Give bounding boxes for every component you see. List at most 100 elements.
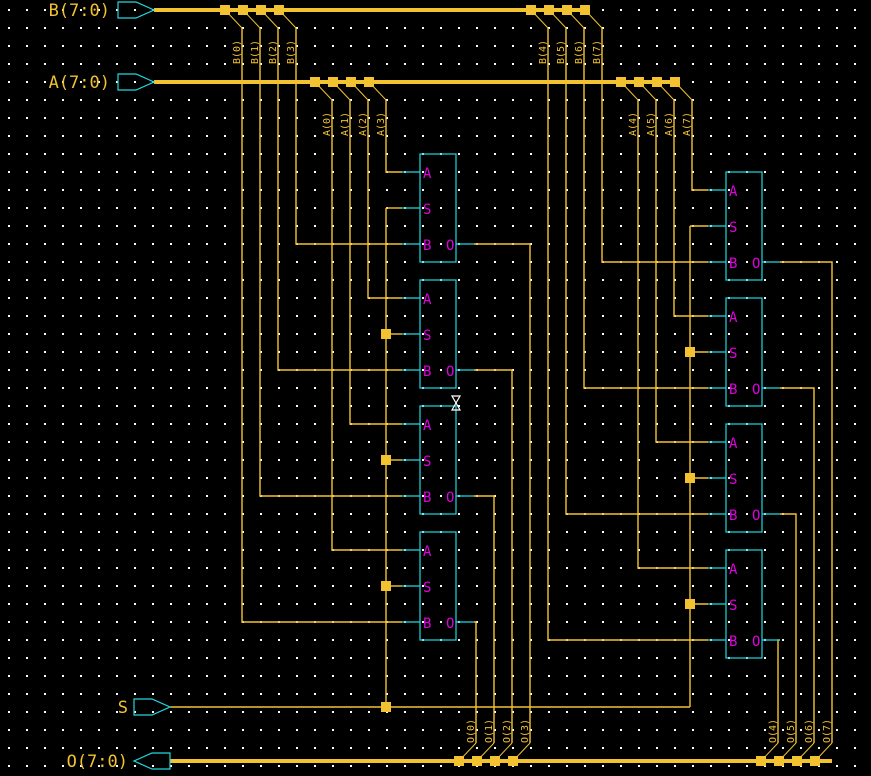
wire xyxy=(367,100,402,299)
wire xyxy=(241,28,402,623)
pin-label-s: S xyxy=(423,202,431,218)
pin-label-b: B xyxy=(423,238,431,254)
ripper-line xyxy=(458,742,477,762)
tap-label: O(4) xyxy=(768,719,779,743)
wire xyxy=(655,100,708,443)
pin-label-o: O xyxy=(446,238,454,254)
pin-label-a: A xyxy=(423,166,432,182)
wire xyxy=(637,100,708,569)
pin-label-a: A xyxy=(423,292,432,308)
wire xyxy=(780,387,815,743)
pin-label-b: B xyxy=(729,634,737,650)
tap-label: A(0) xyxy=(322,112,333,136)
ripper-line xyxy=(620,81,639,101)
pin-label-o: O xyxy=(446,364,454,380)
ripper-line xyxy=(566,9,585,29)
port-o-label: O(7:0) xyxy=(67,752,128,772)
wire xyxy=(780,513,797,743)
ripper-line xyxy=(260,9,279,29)
ripper-line xyxy=(224,9,243,29)
wire xyxy=(547,28,708,641)
port-a-input[interactable]: A(7:0) xyxy=(49,73,156,93)
wire xyxy=(385,100,402,173)
wire xyxy=(673,100,708,317)
tap-label: B(7) xyxy=(592,40,603,64)
tap-label: B(5) xyxy=(556,40,567,64)
wire xyxy=(349,100,402,425)
pin-label-o: O xyxy=(446,616,454,632)
tap-label: B(4) xyxy=(538,40,549,64)
ripper-line xyxy=(760,742,779,762)
junction-dot xyxy=(381,702,391,712)
ripper-line xyxy=(278,9,297,29)
pin-label-o: O xyxy=(752,382,760,398)
pin-label-s: S xyxy=(729,220,737,236)
wire xyxy=(780,261,833,743)
pin-label-b: B xyxy=(423,616,431,632)
tap-label: O(3) xyxy=(520,719,531,743)
pin-label-b: B xyxy=(729,508,737,524)
tap-label: O(0) xyxy=(466,719,477,743)
pin-label-b: B xyxy=(729,256,737,272)
wire xyxy=(331,100,402,551)
ports: B(7:0) A(7:0) S O(7:0) xyxy=(49,1,172,772)
port-s-label: S xyxy=(118,698,128,718)
ripper-line xyxy=(778,742,797,762)
tap-label: A(7) xyxy=(682,112,693,136)
pin-label-s: S xyxy=(729,346,737,362)
pin-label-a: A xyxy=(423,418,432,434)
tap-label: A(5) xyxy=(646,112,657,136)
pin-label-a: A xyxy=(729,436,738,452)
tap-label: O(5) xyxy=(786,719,797,743)
pin-label-b: B xyxy=(729,382,737,398)
tap-label: O(7) xyxy=(822,719,833,743)
ripper-line xyxy=(814,742,833,762)
wire xyxy=(691,100,708,191)
ripper-line xyxy=(656,81,675,101)
tap-label: B(3) xyxy=(286,40,297,64)
ripper-line xyxy=(674,81,693,101)
tap-label: O(1) xyxy=(484,719,495,743)
pin-label-s: S xyxy=(423,580,431,596)
ripper-line xyxy=(512,742,531,762)
ripper-line xyxy=(796,742,815,762)
ripper-line xyxy=(314,81,333,101)
wires xyxy=(154,5,833,766)
ripper-line xyxy=(584,9,603,29)
wire xyxy=(259,28,402,497)
pin-label-b: B xyxy=(423,364,431,380)
tap-label: A(4) xyxy=(628,112,639,136)
ripper-line xyxy=(350,81,369,101)
wire xyxy=(474,621,477,743)
pin-label-s: S xyxy=(729,598,737,614)
wire xyxy=(601,28,708,263)
wire xyxy=(565,28,708,515)
port-a-label: A(7:0) xyxy=(49,73,110,93)
pin-label-o: O xyxy=(446,490,454,506)
port-s-input[interactable]: S xyxy=(118,698,172,718)
tap-label: A(6) xyxy=(664,112,675,136)
wire xyxy=(474,243,531,743)
tap-labels: B(0)B(1)B(2)B(3)B(4)B(5)B(6)B(7)A(0)A(1)… xyxy=(232,40,833,743)
wire xyxy=(277,28,402,371)
port-o-output[interactable]: O(7:0) xyxy=(67,752,171,772)
ripper-line xyxy=(332,81,351,101)
wire xyxy=(474,495,495,743)
pin-label-o: O xyxy=(752,508,760,524)
pin-label-s: S xyxy=(423,328,431,344)
ripper-line xyxy=(242,9,261,29)
wire xyxy=(295,28,402,245)
port-b-input[interactable]: B(7:0) xyxy=(49,1,156,21)
pin-label-o: O xyxy=(752,634,760,650)
tap-label: O(6) xyxy=(804,719,815,743)
pin-label-a: A xyxy=(423,544,432,560)
